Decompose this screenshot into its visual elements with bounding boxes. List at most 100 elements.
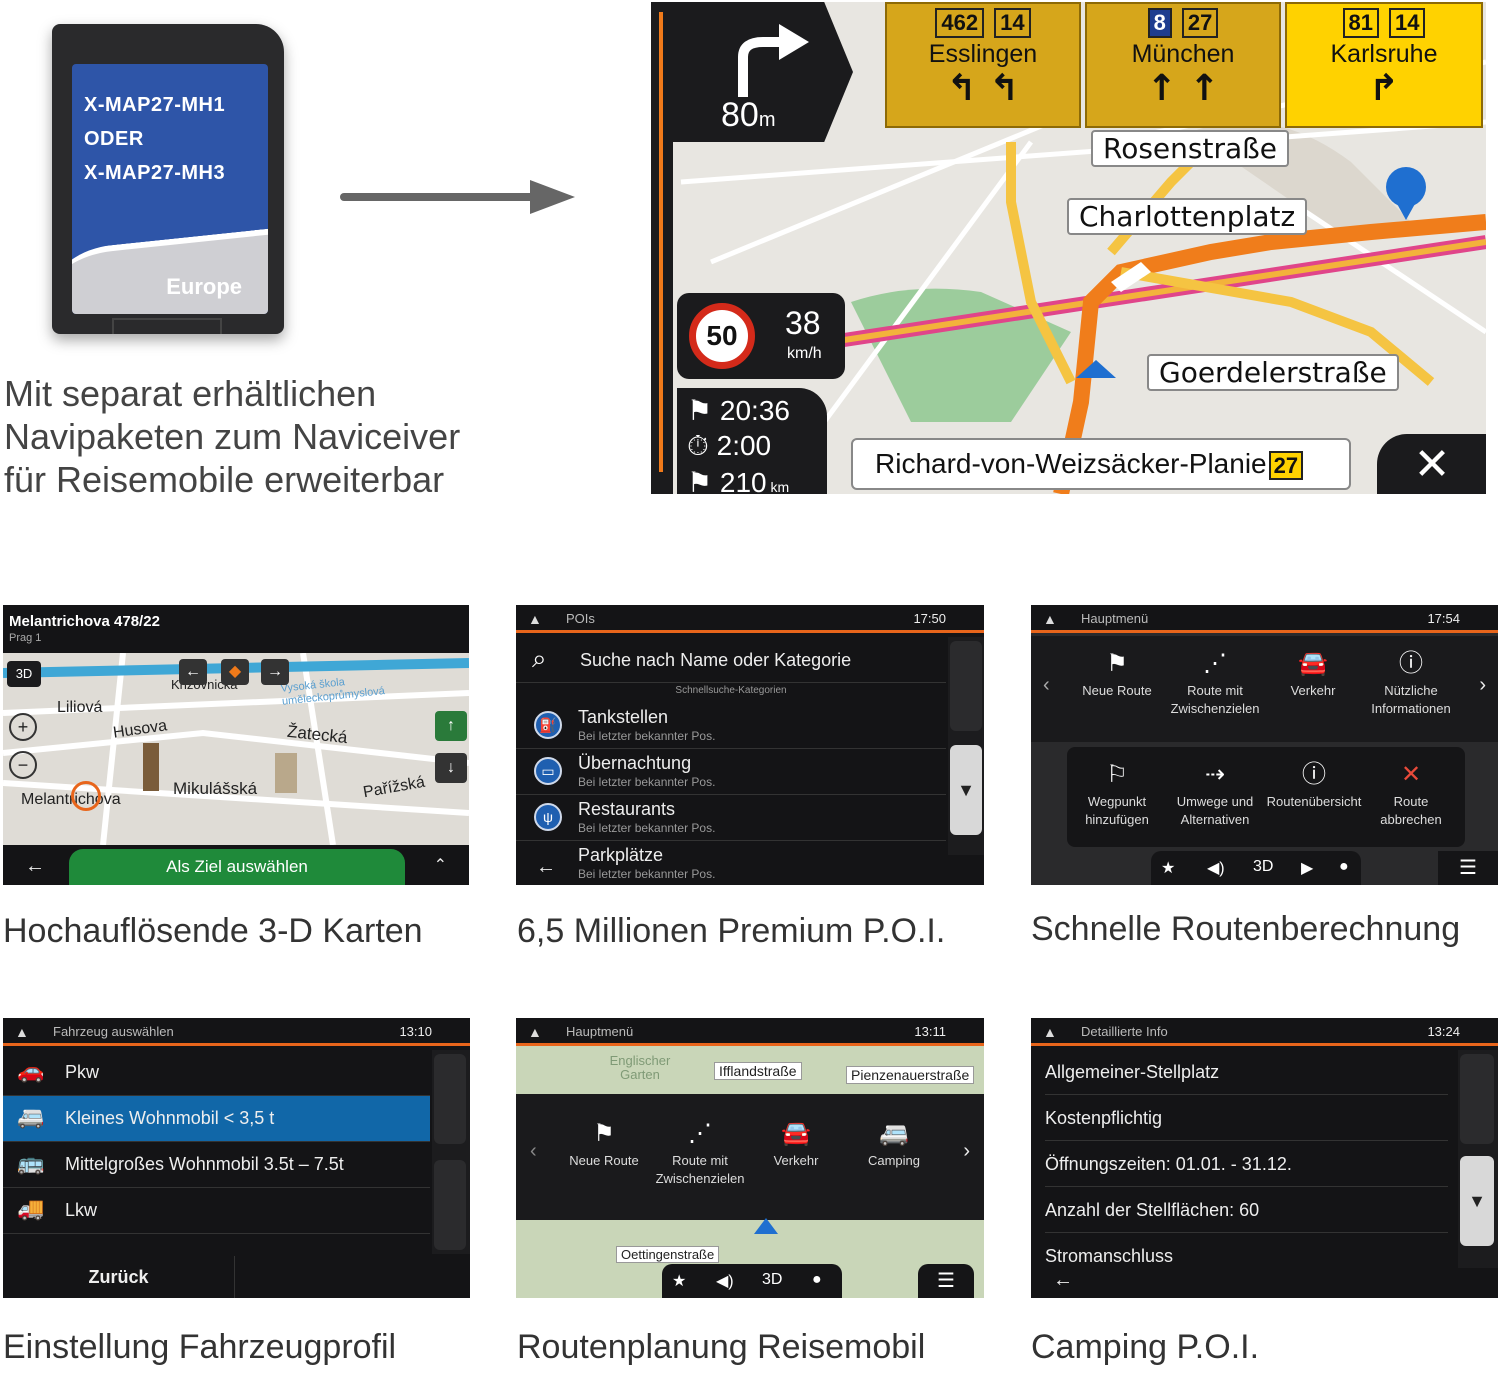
- menu-icon[interactable]: ☰: [1438, 851, 1498, 885]
- info-row: Stromanschluss: [1045, 1246, 1174, 1266]
- sign-arrows: ↰ ↰: [946, 68, 1020, 109]
- waypoint-icon: ⚐: [1106, 761, 1128, 788]
- menu-icon[interactable]: ☰: [918, 1264, 974, 1298]
- route-waypoints-tile[interactable]: ⋰Route mit Zwischenzielen: [1167, 646, 1263, 718]
- info-row: Kostenpflichtig: [1045, 1095, 1448, 1141]
- zoom-out-icon[interactable]: −: [9, 751, 37, 779]
- chevron-right-icon[interactable]: ›: [963, 1140, 970, 1162]
- vehicle-option[interactable]: 🚗Pkw: [3, 1050, 430, 1096]
- cancel-route-tile[interactable]: ✕Route abbrechen: [1363, 757, 1459, 829]
- chevron-up-icon[interactable]: ▲: [15, 1024, 29, 1040]
- scroll-up-button[interactable]: [950, 641, 982, 731]
- flag-icon: ⚑: [687, 467, 720, 494]
- section-label: Schnellsuche-Kategorien: [675, 685, 787, 696]
- map-area[interactable]: Liliová Husova Křižovnická Žatecká Mikul…: [3, 652, 469, 846]
- pan-left-icon[interactable]: ←: [179, 659, 207, 685]
- chevron-up-icon[interactable]: ▲: [528, 1024, 542, 1040]
- chevron-left-icon[interactable]: ‹: [530, 1140, 537, 1162]
- sign-city: Esslingen: [928, 40, 1038, 68]
- turn-right-arrow-icon: [738, 24, 809, 97]
- route-icon: ⋰: [1203, 650, 1227, 677]
- road-number: 14: [994, 8, 1031, 38]
- play-icon[interactable]: ▶: [1301, 860, 1314, 877]
- chevron-up-icon[interactable]: ⌃: [433, 857, 447, 874]
- select-destination-button[interactable]: Als Ziel auswählen: [69, 849, 405, 885]
- scroll-down-button[interactable]: ▼: [950, 745, 982, 835]
- vehicle-option[interactable]: 🚐Kleines Wohnmobil < 3,5 t: [3, 1096, 430, 1142]
- caption-3d-map: Hochauflösende 3-D Karten: [3, 912, 423, 950]
- screenshot-vehicle: ▲ Fahrzeug auswählen 13:10 🚗Pkw 🚐Kleines…: [3, 1018, 470, 1298]
- traffic-tile[interactable]: 🚘Verkehr: [748, 1116, 844, 1170]
- 3d-toggle-button[interactable]: 3D: [1253, 858, 1274, 875]
- tilt-up-icon[interactable]: ↑: [435, 711, 467, 741]
- street-callout-rosenstrasse: Rosenstraße: [1091, 130, 1289, 167]
- route-waypoints-tile[interactable]: ⋰Route mit Zwischenzielen: [652, 1116, 748, 1188]
- sign-city: Karlsruhe: [1330, 40, 1438, 68]
- scroll-up-button[interactable]: [1460, 1054, 1494, 1144]
- screen-title: Hauptmenü: [1081, 611, 1149, 626]
- street-callout-goerdelerstrasse: Goerdelerstraße: [1147, 354, 1399, 391]
- zoom-in-icon[interactable]: +: [9, 713, 37, 741]
- back-button[interactable]: Zurück: [3, 1256, 235, 1298]
- back-arrow-icon[interactable]: ←: [1053, 1269, 1073, 1291]
- camping-tile[interactable]: 🚐Camping: [846, 1116, 942, 1170]
- chevron-up-icon[interactable]: ▲: [1043, 611, 1057, 627]
- info-row: Öffnungszeiten: 01.01. - 31.12.: [1045, 1141, 1448, 1187]
- new-route-tile[interactable]: ⚑Neue Route: [1069, 646, 1165, 700]
- chevron-up-icon[interactable]: ▲: [1043, 1024, 1057, 1040]
- user-icon[interactable]: ●: [1339, 858, 1349, 875]
- poi-search-field[interactable]: ⌕ Suche nach Name oder Kategorie: [516, 637, 946, 683]
- 3d-toggle-button[interactable]: 3D: [762, 1271, 783, 1288]
- speed-unit: km/h: [787, 345, 822, 362]
- detours-tile[interactable]: ⇢Umwege und Alternativen: [1167, 757, 1263, 829]
- 3d-toggle-button[interactable]: 3D: [7, 661, 41, 687]
- chevron-left-icon[interactable]: ‹: [1043, 674, 1050, 696]
- scroll-down-button[interactable]: [434, 1160, 466, 1250]
- route-progress-bar: [651, 2, 673, 494]
- scroll-up-button[interactable]: [434, 1054, 466, 1144]
- current-street: Richard-von-Weizsäcker-Planie: [875, 448, 1267, 479]
- top-bar: ▲ Hauptmenü 17:54: [1031, 605, 1498, 633]
- vehicle-option[interactable]: 🚌Mittelgroßes Wohnmobil 3.5t – 7.5t: [3, 1142, 430, 1188]
- volume-icon[interactable]: ◀): [716, 1273, 734, 1290]
- volume-icon[interactable]: ◀): [1207, 860, 1225, 877]
- new-route-tile[interactable]: ⚑Neue Route: [556, 1116, 652, 1170]
- chevron-right-icon[interactable]: ›: [1479, 674, 1486, 696]
- traffic-tile[interactable]: 🚘Verkehr: [1265, 646, 1361, 700]
- scrollbar[interactable]: [432, 1050, 470, 1254]
- star-icon[interactable]: ★: [672, 1273, 687, 1290]
- pan-right-icon[interactable]: →: [261, 659, 289, 685]
- close-button[interactable]: ✕: [1377, 434, 1486, 494]
- star-icon[interactable]: ★: [1161, 860, 1176, 877]
- search-icon: ⌕: [532, 643, 547, 673]
- tilt-down-icon[interactable]: ↓: [435, 753, 467, 783]
- clock: 17:54: [1427, 611, 1460, 626]
- top-bar: ▲ Fahrzeug auswählen 13:10: [3, 1018, 470, 1046]
- top-bar: ▲ Hauptmenü 13:11: [516, 1018, 984, 1046]
- fork-knife-icon: ψ: [534, 803, 562, 831]
- info-row: Anzahl der Stellflächen: 60: [1045, 1187, 1448, 1233]
- overview-icon: ⓘ: [1302, 761, 1326, 788]
- user-icon[interactable]: ●: [812, 1271, 822, 1288]
- street-label: Liliová: [57, 699, 103, 716]
- back-arrow-icon[interactable]: ←: [536, 856, 556, 878]
- scroll-down-button[interactable]: ▼: [1460, 1156, 1494, 1246]
- chevron-up-icon[interactable]: ▲: [528, 611, 542, 627]
- intro-line3: für Reisemobile erweiterbar: [4, 459, 445, 500]
- back-arrow-icon[interactable]: ←: [25, 855, 45, 877]
- add-waypoint-tile[interactable]: ⚐Wegpunkt hinzufügen: [1069, 757, 1165, 829]
- quick-bar: ★ ◀) 3D ▶ ●: [1151, 851, 1361, 885]
- scrollbar[interactable]: ▼: [948, 637, 984, 855]
- sd-card-line2: ODER: [84, 128, 144, 150]
- scrollbar[interactable]: ▼: [1458, 1050, 1498, 1268]
- vehicle-option[interactable]: 🚚Lkw: [3, 1188, 430, 1234]
- rotate-icon[interactable]: ◆: [221, 659, 249, 685]
